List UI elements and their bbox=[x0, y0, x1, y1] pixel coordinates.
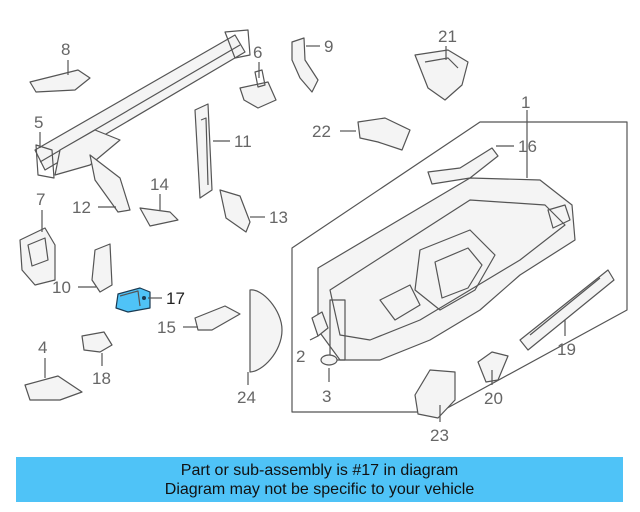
part-2-clip[interactable] bbox=[309, 311, 329, 341]
callout-12: 12 bbox=[72, 198, 91, 217]
part-22-bracket[interactable] bbox=[340, 117, 411, 151]
part-9-bracket[interactable] bbox=[291, 37, 320, 93]
info-banner: Part or sub-assembly is #17 in diagram D… bbox=[16, 457, 623, 502]
callout-2: 2 bbox=[296, 347, 305, 366]
callout-10: 10 bbox=[52, 278, 71, 297]
callout-9: 9 bbox=[324, 37, 333, 56]
part-23-bracket[interactable] bbox=[414, 369, 456, 422]
part-16-bracket[interactable] bbox=[427, 145, 514, 185]
part-12-brace[interactable] bbox=[89, 154, 131, 213]
part-17-bracket-highlighted[interactable] bbox=[115, 287, 162, 313]
part-14-bracket[interactable] bbox=[139, 194, 179, 227]
part-7-bracket[interactable] bbox=[19, 210, 56, 286]
callout-6: 6 bbox=[253, 43, 262, 62]
part-18-bracket[interactable] bbox=[81, 331, 113, 366]
callout-15: 15 bbox=[157, 318, 176, 337]
callout-17-highlighted: 17 bbox=[166, 289, 185, 308]
part-4-bracket[interactable] bbox=[24, 358, 83, 401]
callout-3: 3 bbox=[322, 387, 331, 406]
part-19-rail[interactable] bbox=[519, 269, 615, 351]
callout-4: 4 bbox=[38, 338, 47, 357]
part-15-bracket[interactable] bbox=[183, 305, 241, 331]
callout-19: 19 bbox=[557, 340, 576, 359]
part-21-bracket[interactable] bbox=[414, 46, 469, 101]
part-24-panel[interactable] bbox=[247, 289, 283, 385]
part-8-bracket[interactable] bbox=[29, 60, 91, 93]
callout-14: 14 bbox=[150, 175, 169, 194]
callout-7: 7 bbox=[36, 190, 45, 209]
part-20-bracket[interactable] bbox=[477, 351, 509, 385]
callout-23: 23 bbox=[430, 426, 449, 445]
callout-8: 8 bbox=[61, 40, 70, 59]
part-6-bracket[interactable] bbox=[239, 62, 277, 109]
part-13-bracket[interactable] bbox=[219, 189, 265, 233]
parts-diagram: 1 2 3 4 5 6 7 8 9 10 11 12 13 14 15 16 1… bbox=[19, 27, 628, 445]
callout-18: 18 bbox=[92, 369, 111, 388]
callout-1: 1 bbox=[521, 93, 530, 112]
part-3-knob[interactable] bbox=[320, 354, 338, 382]
banner-line-1: Part or sub-assembly is #17 in diagram bbox=[180, 461, 459, 479]
callout-11: 11 bbox=[234, 132, 252, 151]
part-11-brace[interactable] bbox=[194, 103, 230, 199]
part-10-bracket[interactable] bbox=[78, 243, 113, 293]
callout-20: 20 bbox=[484, 389, 503, 408]
part-1-instrument-panel[interactable] bbox=[291, 110, 628, 413]
callout-5: 5 bbox=[34, 113, 43, 132]
callout-13: 13 bbox=[269, 208, 288, 227]
callout-21: 21 bbox=[438, 27, 457, 46]
callout-22: 22 bbox=[312, 122, 331, 141]
banner-line-2: Diagram may not be specific to your vehi… bbox=[164, 480, 475, 498]
callout-24: 24 bbox=[237, 388, 256, 407]
callout-16: 16 bbox=[518, 137, 537, 156]
part-5-cross-beam[interactable] bbox=[34, 29, 251, 179]
